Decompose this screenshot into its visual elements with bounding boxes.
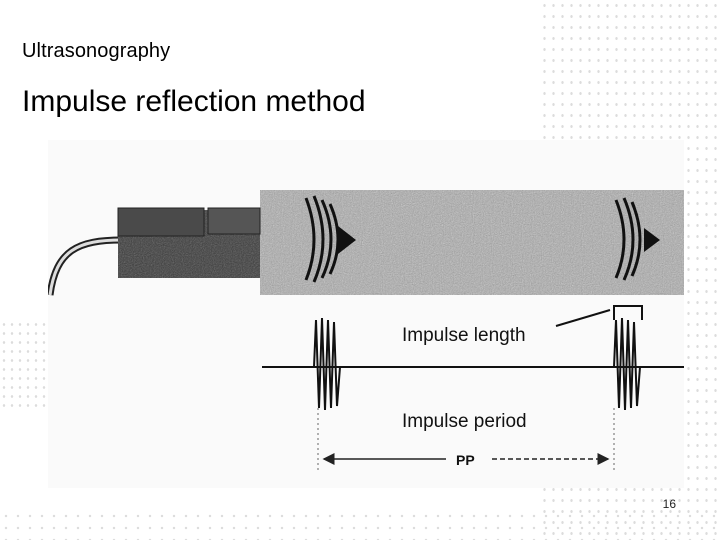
impulse-burst-second (613, 317, 641, 411)
slide-subject: Ultrasonography (22, 40, 171, 62)
probe-cable (48, 236, 123, 296)
impulse-reflection-figure: Impulse length Impulse period PP (48, 140, 684, 488)
slide-title: Impulse reflection method (22, 85, 366, 118)
label-impulse-period: Impulse period (402, 411, 527, 432)
transducer-probe (117, 207, 261, 278)
label-impulse-length: Impulse length (402, 325, 526, 346)
impulse-burst-first (313, 317, 341, 411)
impulse-length-bracket (555, 305, 643, 327)
wave-front-reflected-icon (614, 197, 660, 281)
page-number: 16 (662, 497, 676, 511)
background-texture-bottom (0, 510, 720, 540)
wave-front-emitted-icon (304, 195, 356, 283)
figure-svg: Impulse length Impulse period PP (48, 190, 684, 470)
label-pp: PP (456, 452, 475, 468)
